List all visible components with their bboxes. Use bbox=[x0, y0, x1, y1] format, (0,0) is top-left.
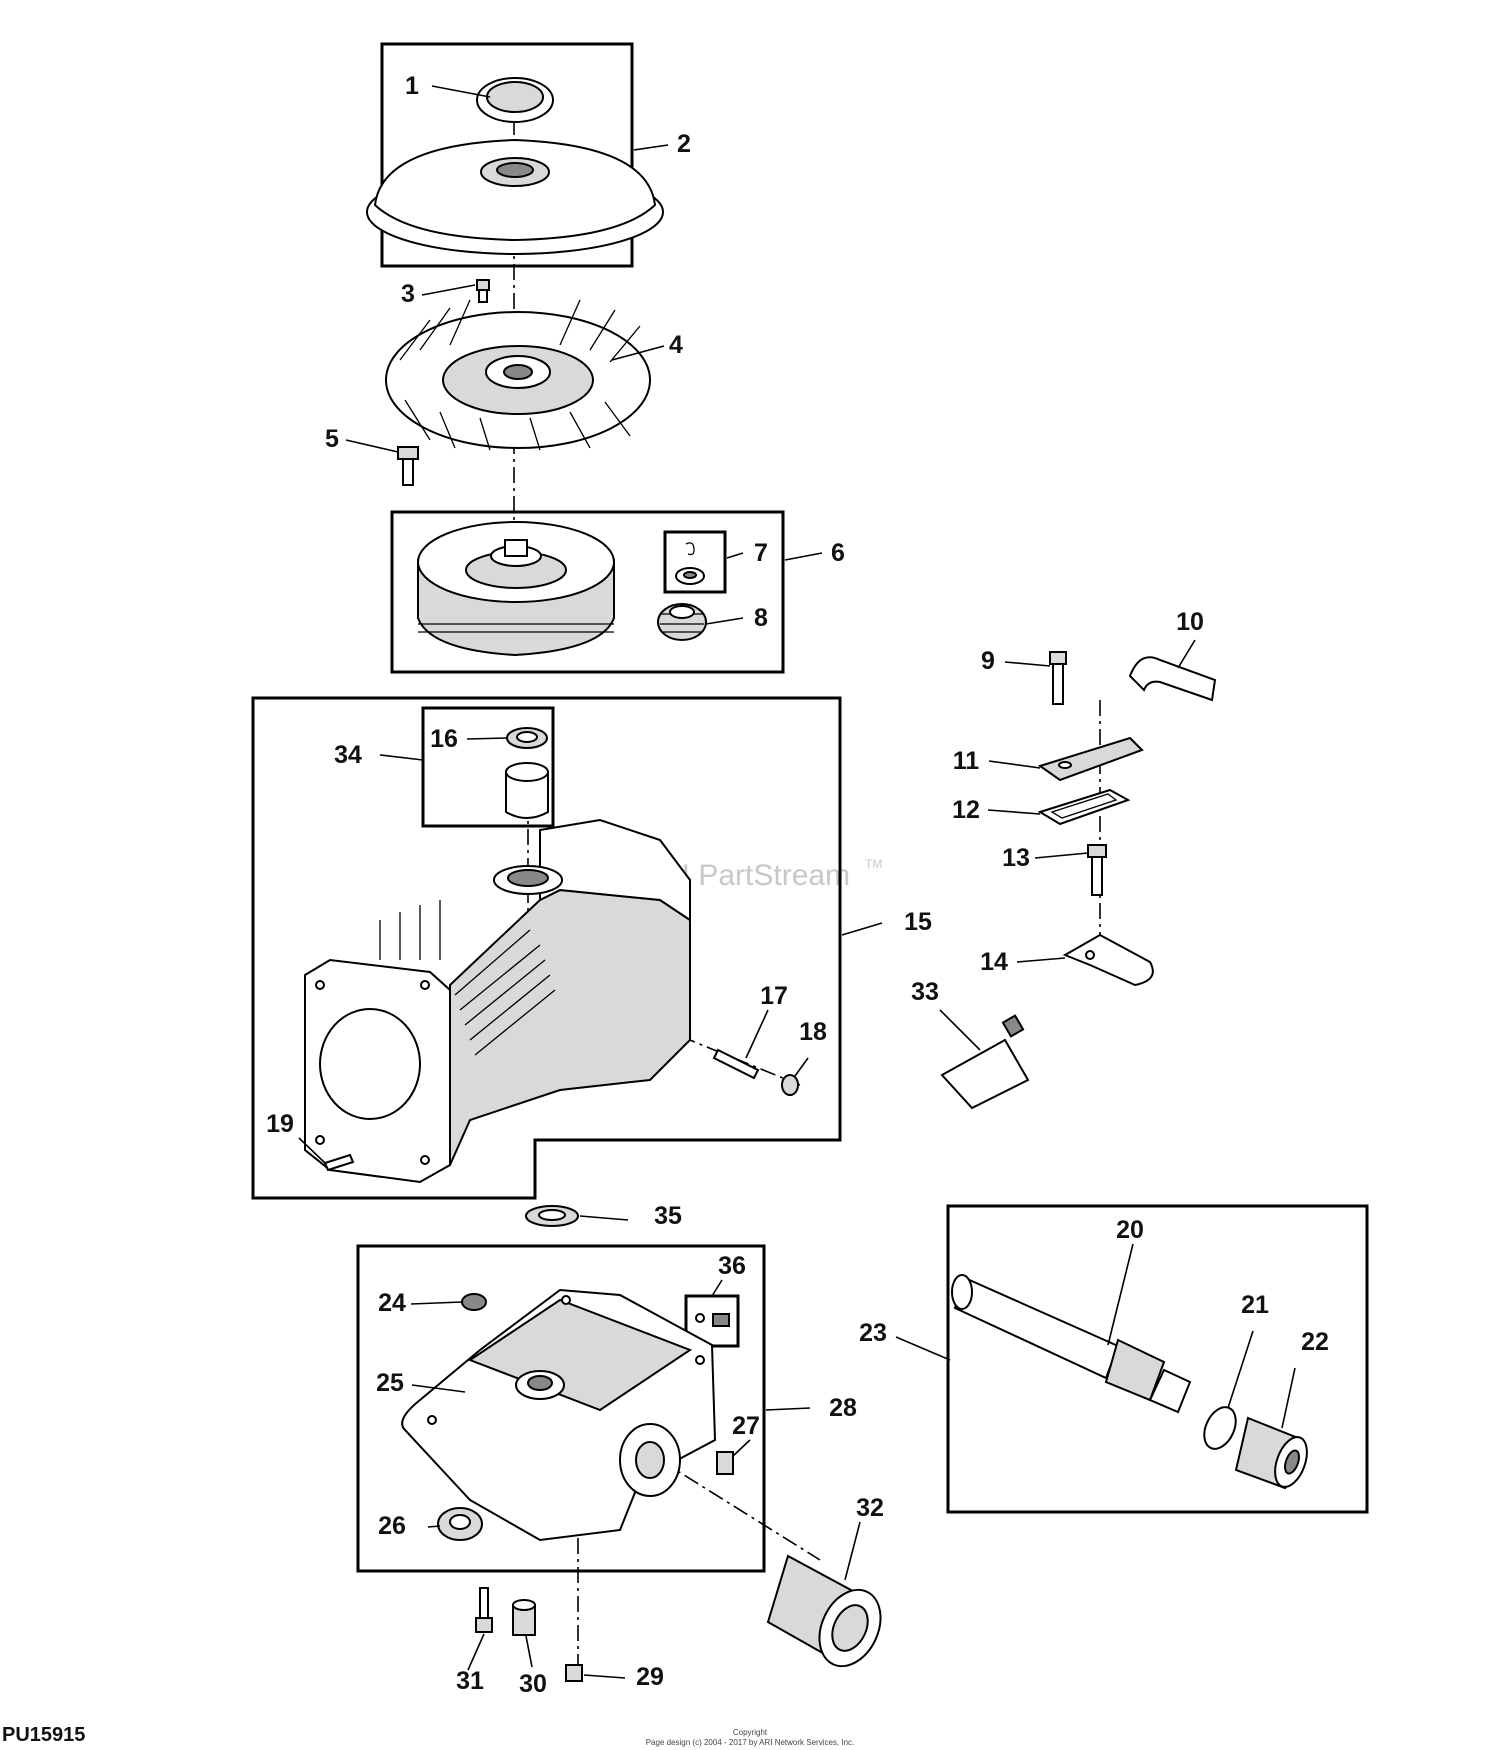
ring-gear-part bbox=[657, 603, 707, 641]
callout-13[interactable]: 13 bbox=[1002, 844, 1030, 872]
watermark-trademark: TM bbox=[865, 857, 882, 871]
screw-small-part bbox=[476, 279, 490, 303]
clip-part bbox=[781, 1074, 799, 1096]
pin-kit-part bbox=[695, 1313, 730, 1327]
oil-fill-tube-part bbox=[951, 1274, 1192, 1414]
bearing-sleeve-part bbox=[505, 762, 549, 819]
oil-fill-cap-part bbox=[1234, 1416, 1308, 1490]
callout-31[interactable]: 31 bbox=[456, 1667, 484, 1695]
leader-lines bbox=[298, 85, 1296, 1679]
callout-23[interactable]: 23 bbox=[859, 1319, 887, 1347]
callout-20[interactable]: 20 bbox=[1116, 1216, 1144, 1244]
oil-pan-part bbox=[401, 1288, 717, 1542]
key-kit-box bbox=[663, 530, 727, 594]
page-design-credit: Page design (c) 2004 - 2017 by ARI Netwo… bbox=[646, 1738, 855, 1747]
crankcase-part bbox=[304, 818, 691, 1184]
callout-8[interactable]: 8 bbox=[754, 604, 768, 632]
dowel-pin-part bbox=[323, 1153, 355, 1172]
callout-3[interactable]: 3 bbox=[401, 280, 415, 308]
flywheel-group-box bbox=[390, 510, 785, 674]
callout-33[interactable]: 33 bbox=[911, 978, 939, 1006]
callout-29[interactable]: 29 bbox=[636, 1663, 664, 1691]
callout-19[interactable]: 19 bbox=[266, 1110, 294, 1138]
screw-part bbox=[1087, 844, 1107, 896]
callout-36[interactable]: 36 bbox=[718, 1252, 746, 1280]
callout-28[interactable]: 28 bbox=[829, 1394, 857, 1422]
fan-bolt-part bbox=[397, 446, 419, 486]
flywheel-key-part bbox=[675, 542, 705, 585]
breather-bolt-part bbox=[1049, 651, 1067, 705]
drain-plug-part bbox=[565, 1664, 583, 1682]
copyright-label: Copyright bbox=[733, 1728, 768, 1737]
cooling-fan-part bbox=[385, 299, 651, 451]
reed-plate-part bbox=[1062, 933, 1154, 987]
callout-9[interactable]: 9 bbox=[981, 647, 995, 675]
oil-seal-part bbox=[506, 727, 548, 749]
flywheel-part bbox=[417, 521, 615, 657]
callout-5[interactable]: 5 bbox=[325, 425, 339, 453]
breather-cover-part bbox=[1037, 736, 1144, 782]
plug-part bbox=[461, 1293, 487, 1311]
callout-25[interactable]: 25 bbox=[376, 1369, 404, 1397]
crankcase-group-box bbox=[251, 696, 842, 1200]
callout-14[interactable]: 14 bbox=[980, 948, 1008, 976]
callout-6[interactable]: 6 bbox=[831, 539, 845, 567]
nipple-part bbox=[512, 1599, 536, 1636]
callout-10[interactable]: 10 bbox=[1176, 608, 1204, 636]
filter-axis-line bbox=[659, 1459, 821, 1561]
oil-pan-group-box bbox=[356, 1244, 766, 1573]
sealant-tube-part bbox=[940, 1014, 1030, 1110]
callout-11[interactable]: 11 bbox=[953, 747, 980, 775]
callout-32[interactable]: 32 bbox=[856, 1494, 884, 1522]
callout-15[interactable]: 15 bbox=[904, 908, 932, 936]
o-ring-part bbox=[1203, 1406, 1237, 1450]
callout-27[interactable]: 27 bbox=[732, 1412, 760, 1440]
oil-pan-seal-part bbox=[437, 1507, 483, 1541]
breather-tube-part bbox=[1128, 656, 1217, 702]
callout-24[interactable]: 24 bbox=[378, 1289, 406, 1317]
figure-code: PU15915 bbox=[2, 1724, 85, 1746]
callout-labels: 1 2 3 4 5 6 7 8 9 10 11 12 13 14 15 16 1… bbox=[266, 72, 1329, 1698]
oil-filter-part bbox=[766, 1554, 882, 1668]
callout-30[interactable]: 30 bbox=[519, 1670, 547, 1698]
governor-pin-part bbox=[712, 1048, 760, 1080]
flywheel-screen-part bbox=[476, 77, 554, 123]
callout-18[interactable]: 18 bbox=[799, 1018, 827, 1046]
callout-7[interactable]: 7 bbox=[754, 539, 768, 567]
callout-22[interactable]: 22 bbox=[1301, 1328, 1329, 1356]
callout-17[interactable]: 17 bbox=[760, 982, 788, 1010]
callout-1[interactable]: 1 bbox=[405, 72, 419, 100]
washer-part bbox=[525, 1205, 579, 1227]
fan-cover-part bbox=[366, 138, 664, 255]
callout-34[interactable]: 34 bbox=[334, 741, 362, 769]
stud-part bbox=[475, 1587, 493, 1633]
callout-16[interactable]: 16 bbox=[430, 725, 458, 753]
fitting-part bbox=[716, 1451, 734, 1475]
callout-35[interactable]: 35 bbox=[654, 1202, 682, 1230]
bearing-kit-box bbox=[421, 706, 555, 828]
breather-gasket-part bbox=[1037, 788, 1131, 826]
fan-cover-group-box bbox=[380, 42, 634, 268]
callout-21[interactable]: 21 bbox=[1241, 1291, 1269, 1319]
callout-12[interactable]: 12 bbox=[952, 796, 980, 824]
callout-26[interactable]: 26 bbox=[378, 1512, 406, 1540]
callout-2[interactable]: 2 bbox=[677, 130, 691, 158]
callout-4[interactable]: 4 bbox=[669, 331, 683, 359]
